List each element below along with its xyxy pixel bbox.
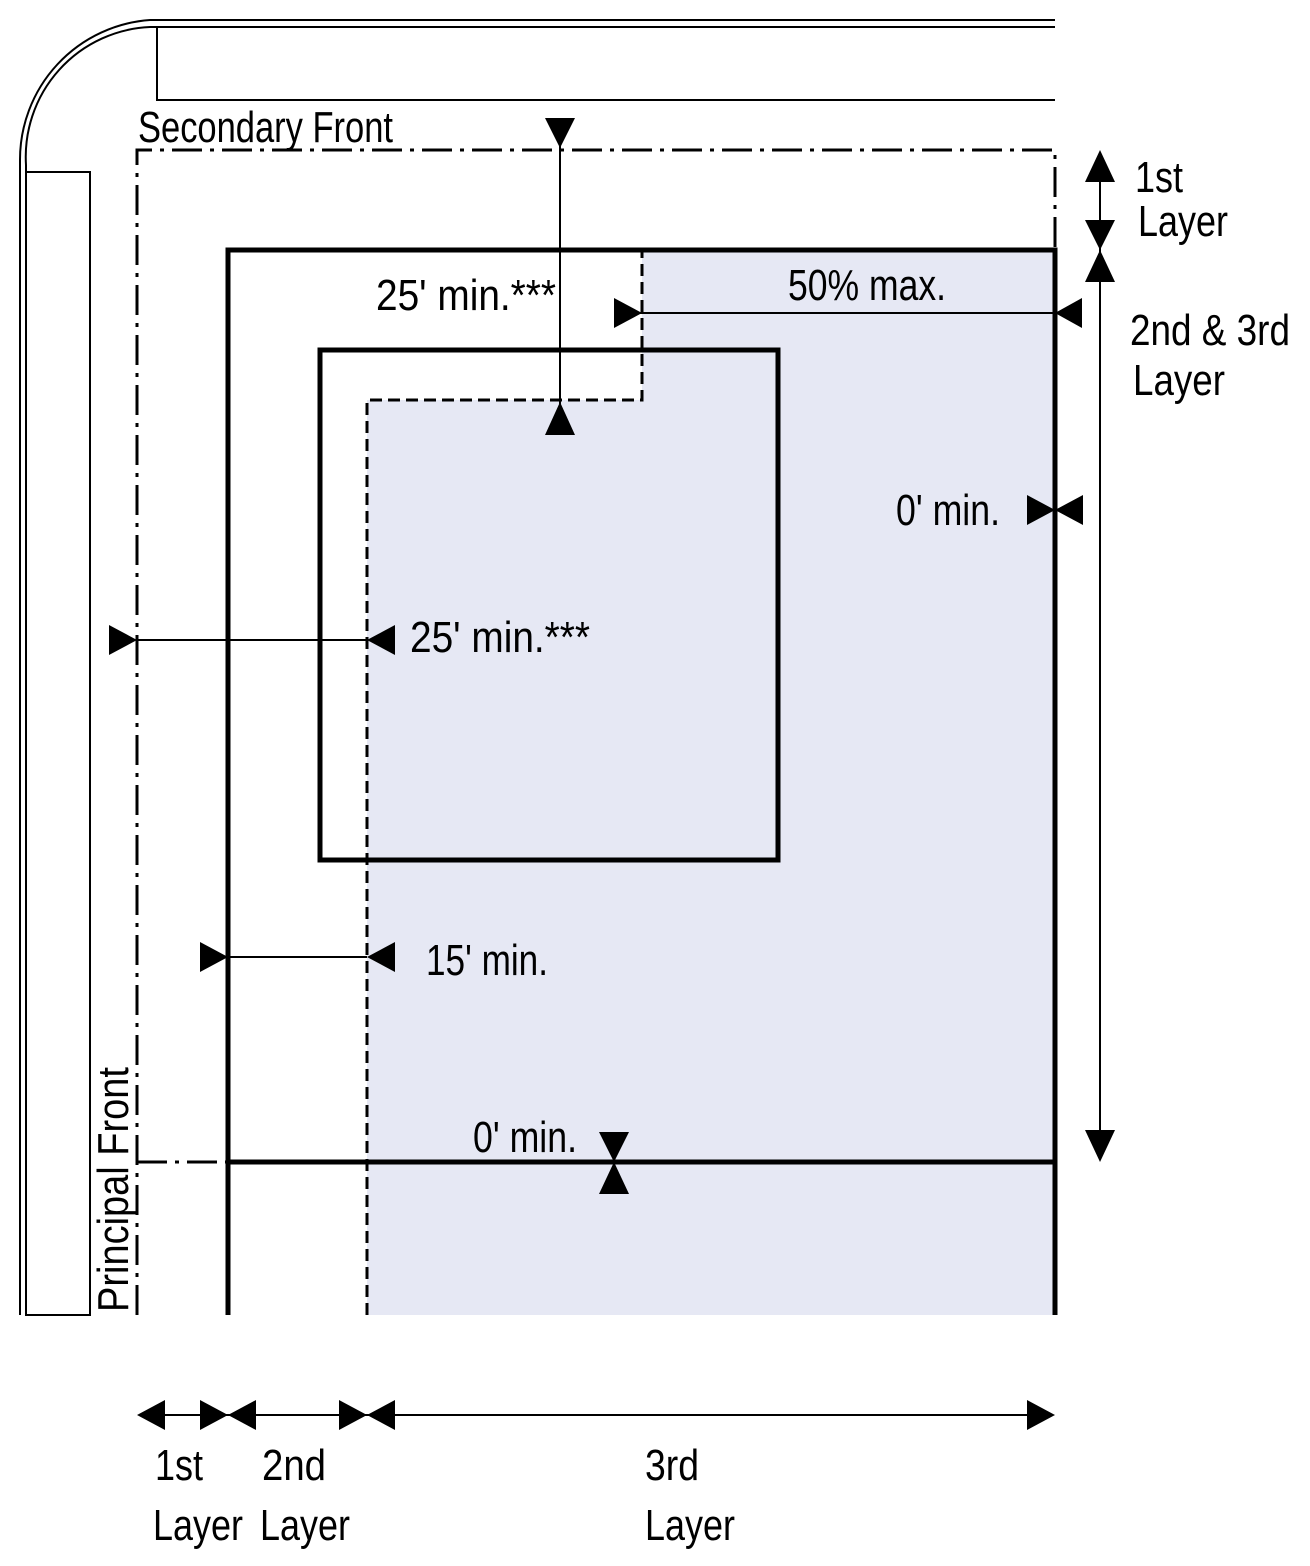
bottom-layer2-label: Layer	[260, 1501, 350, 1550]
shaded-third-layer-area	[367, 250, 1055, 1315]
secondary-front-label: Secondary Front	[138, 103, 393, 152]
arrow-left-icon	[1055, 298, 1082, 328]
arrow-right-icon	[339, 1400, 367, 1430]
arrow-up-icon	[545, 402, 575, 435]
arrow-down-icon	[1085, 220, 1115, 250]
arrow-left-icon	[137, 1400, 165, 1430]
bottom-layer1-label: 1st	[155, 1441, 203, 1490]
bottom-layer1-label: Layer	[153, 1501, 243, 1550]
right-layer1-label: Layer	[1138, 197, 1228, 246]
arrow-down-icon	[599, 1132, 629, 1162]
bottom-layer3-label: Layer	[645, 1501, 735, 1550]
arrow-right-icon	[200, 1400, 228, 1430]
arrow-left-icon	[367, 625, 395, 655]
side-setback-label: 0' min.	[896, 486, 1000, 535]
right-layer23-label: Layer	[1133, 356, 1225, 405]
left-sidewalk	[25, 171, 91, 1316]
bottom-layer2-label: 2nd	[262, 1441, 326, 1490]
fifteen-min-label: 15' min.	[426, 936, 548, 985]
right-layer1-label: 1st	[1135, 153, 1183, 202]
street-curb	[18, 19, 1055, 1315]
arrow-left-icon	[228, 1400, 256, 1430]
dimension-lines	[137, 118, 1101, 1416]
arrow-left-icon	[367, 942, 395, 972]
arrow-right-icon	[614, 298, 642, 328]
third-layer-line	[365, 250, 644, 1315]
bottom-layer3-label: 3rd	[645, 1441, 699, 1490]
rear-setback-label: 0' min.	[473, 1113, 577, 1162]
arrow-down-icon	[1085, 1130, 1115, 1162]
arrow-left-icon	[367, 1400, 395, 1430]
principal-front-label: Principal Front	[89, 1067, 138, 1312]
arrow-right-icon	[1027, 1400, 1055, 1430]
arrow-right-icon	[200, 942, 228, 972]
top-sidewalk	[156, 28, 1055, 101]
top-setback-label: 25' min.***	[376, 271, 556, 320]
arrow-up-icon	[1085, 250, 1115, 282]
left-setback-label: 25' min.***	[410, 613, 590, 662]
max-percent-label: 50% max.	[788, 261, 946, 310]
lot-line	[135, 148, 1057, 1315]
arrow-up-icon	[1085, 150, 1115, 182]
right-layer23-label: 2nd & 3rd	[1130, 306, 1290, 355]
arrow-down-icon	[545, 118, 575, 148]
arrow-right-icon	[1027, 495, 1055, 525]
arrow-left-icon	[1055, 495, 1083, 525]
arrowheads	[109, 118, 1115, 1430]
arrow-up-icon	[599, 1162, 629, 1194]
arrow-right-icon	[109, 625, 137, 655]
